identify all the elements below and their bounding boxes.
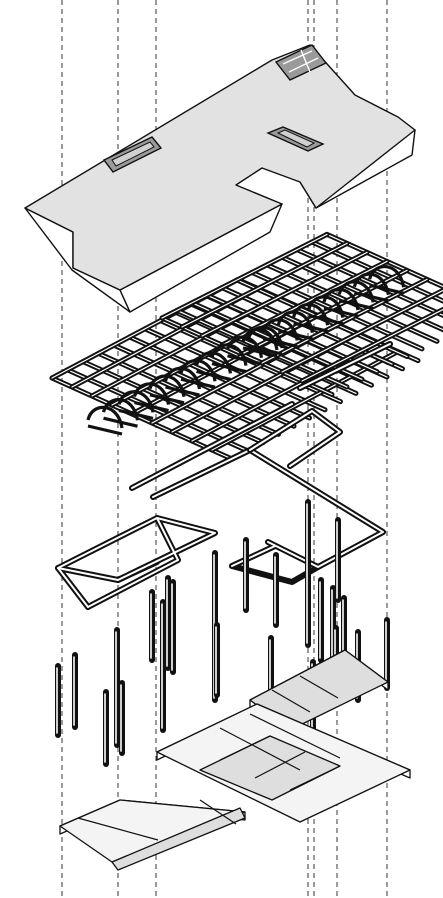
truss-chord xyxy=(278,329,313,341)
rafter-highlight xyxy=(181,242,348,328)
truss-chord xyxy=(227,354,262,366)
roof-layer xyxy=(24,44,416,313)
beam-frame-right xyxy=(247,408,343,469)
truss-chord xyxy=(323,306,359,318)
truss-chord xyxy=(149,393,185,405)
truss-chord xyxy=(242,346,278,358)
truss-chord xyxy=(211,362,247,374)
truss-chord xyxy=(118,408,154,420)
columns-layer xyxy=(55,499,390,767)
truss-chord xyxy=(338,298,374,310)
rafter-highlight xyxy=(301,308,443,382)
truss-chord xyxy=(196,369,231,381)
truss-rail-highlight xyxy=(299,343,391,389)
truss-arch xyxy=(368,264,406,288)
rafter-highlight xyxy=(66,369,249,452)
truss-chord xyxy=(293,321,328,333)
floor-slab-layer xyxy=(59,649,411,871)
truss-rail-highlight xyxy=(131,403,293,489)
truss-chord xyxy=(308,314,344,326)
truss-chord xyxy=(369,283,404,295)
truss-chord xyxy=(134,401,169,413)
skylight-center xyxy=(266,126,325,152)
rafter-highlight xyxy=(161,233,328,319)
truss-chord xyxy=(180,377,216,389)
rafter-highlight xyxy=(326,233,443,288)
skylight-left xyxy=(102,136,163,173)
truss-chord xyxy=(262,336,298,348)
slab-right-upper xyxy=(249,649,389,731)
skylight-top xyxy=(274,44,328,81)
rafter-highlight xyxy=(82,361,264,444)
rafters-layer xyxy=(49,231,443,491)
rafter-highlight xyxy=(311,241,443,302)
truss-arches xyxy=(86,264,406,491)
rafter-highlight xyxy=(51,377,233,460)
truss-chord xyxy=(103,416,138,428)
truss-chord xyxy=(87,424,123,436)
beam-frame-left xyxy=(55,515,218,610)
truss-chord xyxy=(247,344,283,356)
slab-left-lower xyxy=(59,799,246,871)
slab-center xyxy=(156,703,411,823)
frame-layer xyxy=(55,408,386,610)
rafter-highlight xyxy=(281,289,443,373)
truss-chord xyxy=(165,385,200,397)
truss-chord xyxy=(354,291,389,303)
truss-arch xyxy=(241,327,279,351)
beam-frame-center xyxy=(150,447,386,585)
rafter-highlight xyxy=(201,251,368,337)
